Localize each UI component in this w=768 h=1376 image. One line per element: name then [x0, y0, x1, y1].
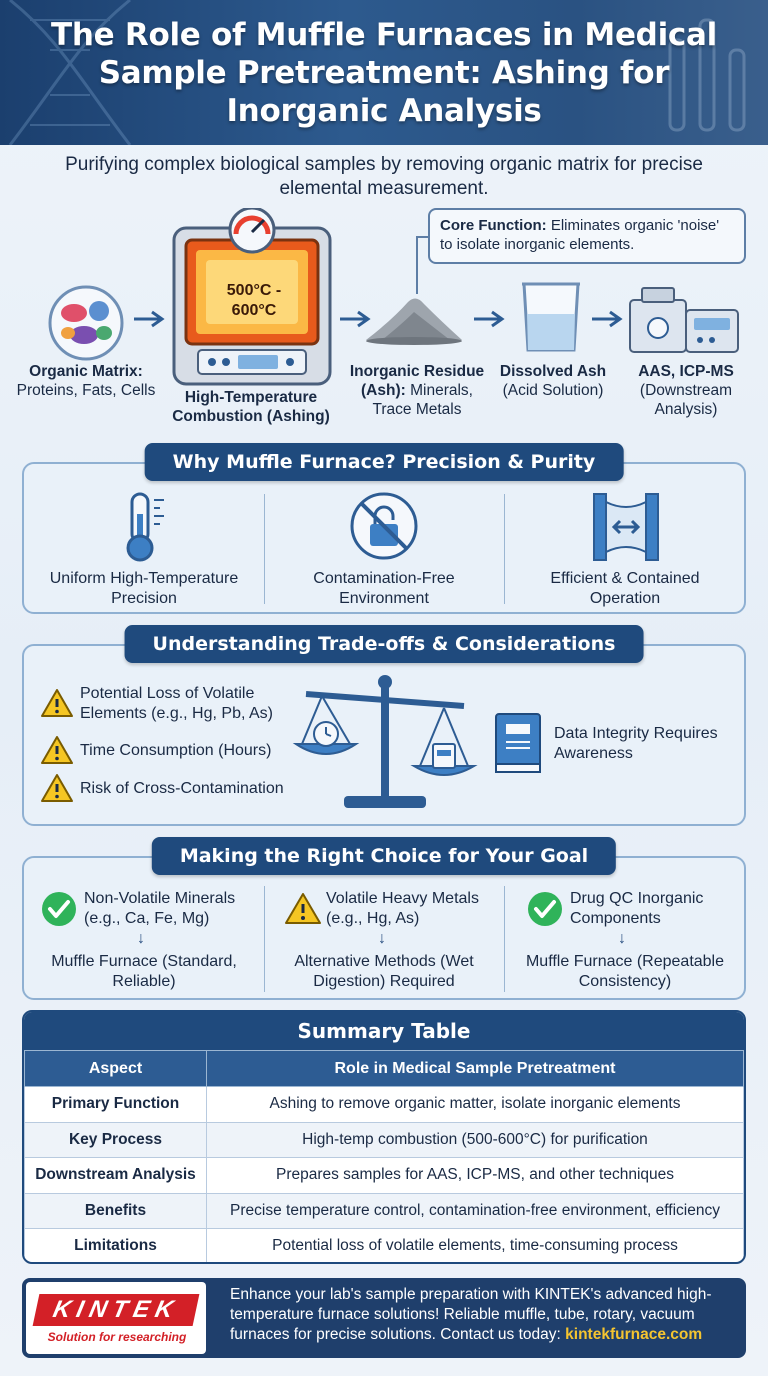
warning-icon: [41, 689, 73, 717]
ash-pile-icon: [366, 298, 462, 345]
beaker-icon: [522, 282, 580, 352]
kintek-logo[interactable]: KINTEK Solution for researching: [26, 1282, 206, 1354]
flow-label-dissolved-ash: Dissolved Ash(Acid Solution): [499, 363, 607, 399]
tradeoffs-section-title: Understanding Trade-offs & Consideration…: [124, 625, 644, 663]
divider: [264, 494, 265, 604]
why-item-uniform: Uniform High-Temperature Precision: [49, 570, 239, 607]
thermometer-icon: [126, 492, 164, 562]
balance-scale-icon: [292, 675, 478, 808]
flow-arrow-icon: [592, 310, 623, 328]
table-cell-role: Precise temperature control, contaminati…: [206, 1192, 744, 1229]
flow-arrow-icon: [474, 310, 505, 328]
table-cell-role: High-temp combustion (500-600°C) for pur…: [206, 1121, 744, 1158]
table-header-row: Aspect Role in Medical Sample Pretreatme…: [24, 1050, 744, 1087]
table-cell-aspect: Key Process: [24, 1121, 207, 1158]
lab-glassware-decoration: [668, 18, 746, 132]
divider: [504, 886, 505, 992]
logo-tagline: Solution for researching: [47, 1330, 187, 1344]
choice-goal-drug-qc: Drug QC Inorganic Components: [570, 890, 704, 927]
choice-result-alternative: Alternative Methods (Wet Digestion) Requ…: [294, 953, 474, 990]
core-function-callout: Core Function: Eliminates organic 'noise…: [428, 208, 746, 264]
choice-goal-volatile: Volatile Heavy Metals (e.g., Hg, As): [326, 890, 479, 927]
table-cell-aspect: Limitations: [24, 1228, 207, 1262]
table-row: Primary Function Ashing to remove organi…: [24, 1086, 744, 1123]
flow-label-downstream: AAS, ICP-MS(Downstream Analysis): [638, 363, 734, 418]
organic-cells-icon: [48, 285, 124, 361]
summary-table-title: Summary Table: [24, 1012, 744, 1050]
warning-icon: [41, 736, 73, 764]
down-arrow-icon: ↓: [137, 930, 145, 947]
flow-label-inorganic-residue: Inorganic Residue (Ash): Minerals, Trace…: [349, 363, 485, 418]
page-subtitle: Purifying complex biological samples by …: [65, 154, 703, 199]
no-contamination-lock-icon: [350, 492, 418, 560]
table-row: Downstream Analysis Prepares samples for…: [24, 1157, 744, 1194]
page-title: The Role of Muffle Furnaces in Medical S…: [51, 16, 717, 129]
table-row: Benefits Precise temperature control, co…: [24, 1192, 744, 1229]
callout-text: Eliminates organic 'noise' to isolate in…: [440, 217, 720, 253]
table-row: Limitations Potential loss of volatile e…: [24, 1228, 744, 1262]
warning-icon: [285, 893, 321, 924]
footer-cta-text: Enhance your lab's sample preparation wi…: [230, 1286, 712, 1343]
footer-banner: KINTEK Solution for researching Enhance …: [22, 1278, 746, 1358]
column-header: Role in Medical Sample Pretreatment: [206, 1050, 744, 1087]
website-link[interactable]: kintekfurnace.com: [565, 1326, 703, 1343]
tradeoff-volatile-loss: Potential Loss of Volatile Elements (e.g…: [80, 685, 273, 722]
table-cell-role: Prepares samples for AAS, ICP-MS, and ot…: [206, 1157, 744, 1194]
table-cell-aspect: Downstream Analysis: [24, 1157, 207, 1194]
why-section-title: Why Muffle Furnace? Precision & Purity: [144, 443, 624, 481]
choice-section-title: Making the Right Choice for Your Goal: [151, 837, 617, 875]
flow-arrow-icon: [340, 310, 371, 328]
book-icon: [495, 713, 541, 773]
callout-connector-horizontal: [416, 236, 430, 238]
table-cell-aspect: Primary Function: [24, 1086, 207, 1123]
down-arrow-icon: ↓: [378, 930, 386, 947]
choice-goal-non-volatile: Non-Volatile Minerals (e.g., Ca, Fe, Mg): [84, 890, 236, 927]
tradeoff-time: Time Consumption (Hours): [80, 742, 272, 759]
chamber-arrows-icon: [593, 493, 659, 561]
header-banner: The Role of Muffle Furnaces in Medical S…: [0, 0, 768, 145]
choice-result-muffle-standard: Muffle Furnace (Standard, Reliable): [51, 953, 237, 990]
flow-arrow-icon: [134, 310, 165, 328]
tradeoff-cross-contamination: Risk of Cross-Contamination: [80, 780, 284, 797]
flow-label-organic-matrix: Organic Matrix: Proteins, Fats, Cells: [16, 363, 156, 399]
footer-cta: Enhance your lab's sample preparation wi…: [230, 1285, 740, 1345]
check-icon: [528, 892, 562, 926]
logo-wordmark: KINTEK: [32, 1294, 200, 1326]
table-cell-aspect: Benefits: [24, 1192, 207, 1229]
analyzer-instrument-icon: [629, 287, 739, 353]
muffle-furnace-icon: [172, 208, 332, 386]
table-cell-role: Potential loss of volatile elements, tim…: [206, 1228, 744, 1262]
divider: [504, 494, 505, 604]
why-item-contamination-free: Contamination-Free Environment: [313, 570, 455, 607]
summary-table-panel: Summary Table Aspect Role in Medical Sam…: [22, 1010, 746, 1264]
divider: [264, 886, 265, 992]
dna-helix-decoration: [8, 0, 132, 145]
choice-result-muffle-repeatable: Muffle Furnace (Repeatable Consistency): [525, 953, 725, 990]
warning-icon: [41, 774, 73, 802]
flow-label-combustion: High-Temperature Combustion (Ashing): [172, 389, 330, 425]
choice-section: [22, 856, 746, 1000]
callout-label: Core Function:: [440, 217, 547, 234]
furnace-temperature-display: 500°C - 600°C: [226, 282, 282, 319]
table-cell-role: Ashing to remove organic matter, isolate…: [206, 1086, 744, 1123]
column-header: Aspect: [24, 1050, 207, 1087]
callout-connector: [416, 236, 418, 294]
summary-table: Aspect Role in Medical Sample Pretreatme…: [24, 1050, 744, 1262]
down-arrow-icon: ↓: [618, 930, 626, 947]
data-integrity-note: Data Integrity Requires Awareness: [554, 725, 718, 762]
check-icon: [42, 892, 76, 926]
why-item-efficient: Efficient & Contained Operation: [550, 570, 700, 607]
table-row: Key Process High-temp combustion (500-60…: [24, 1121, 744, 1158]
